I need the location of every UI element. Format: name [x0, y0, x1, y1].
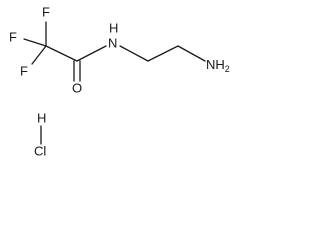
chlorine-label: Cl: [34, 143, 46, 158]
amine-nh-text: NH: [206, 57, 225, 72]
bond-ch2-ch2: [147, 45, 179, 62]
fluorine-left-label: F: [9, 29, 17, 44]
chemical-structure: F F F H N O NH2 H Cl: [9, 4, 230, 158]
bond-cf-left: [23, 38, 47, 47]
bond-cf-bottom: [31, 45, 47, 65]
fluorine-bottom-label: F: [20, 63, 28, 78]
amide-nitrogen-label: N: [108, 35, 117, 50]
hcl-hydrogen-label: H: [37, 110, 46, 125]
amide-hydrogen-label: H: [109, 20, 118, 35]
bond-n-ch2: [119, 45, 149, 62]
bond-ch2-nh2: [177, 45, 206, 62]
oxygen-label: O: [72, 80, 82, 95]
amine-subscript: 2: [225, 64, 230, 74]
amine-nitrogen-label: NH2: [206, 57, 230, 74]
bond-c-c: [45, 45, 78, 62]
bond-c-n: [76, 45, 107, 62]
fluorine-top-label: F: [42, 4, 50, 19]
